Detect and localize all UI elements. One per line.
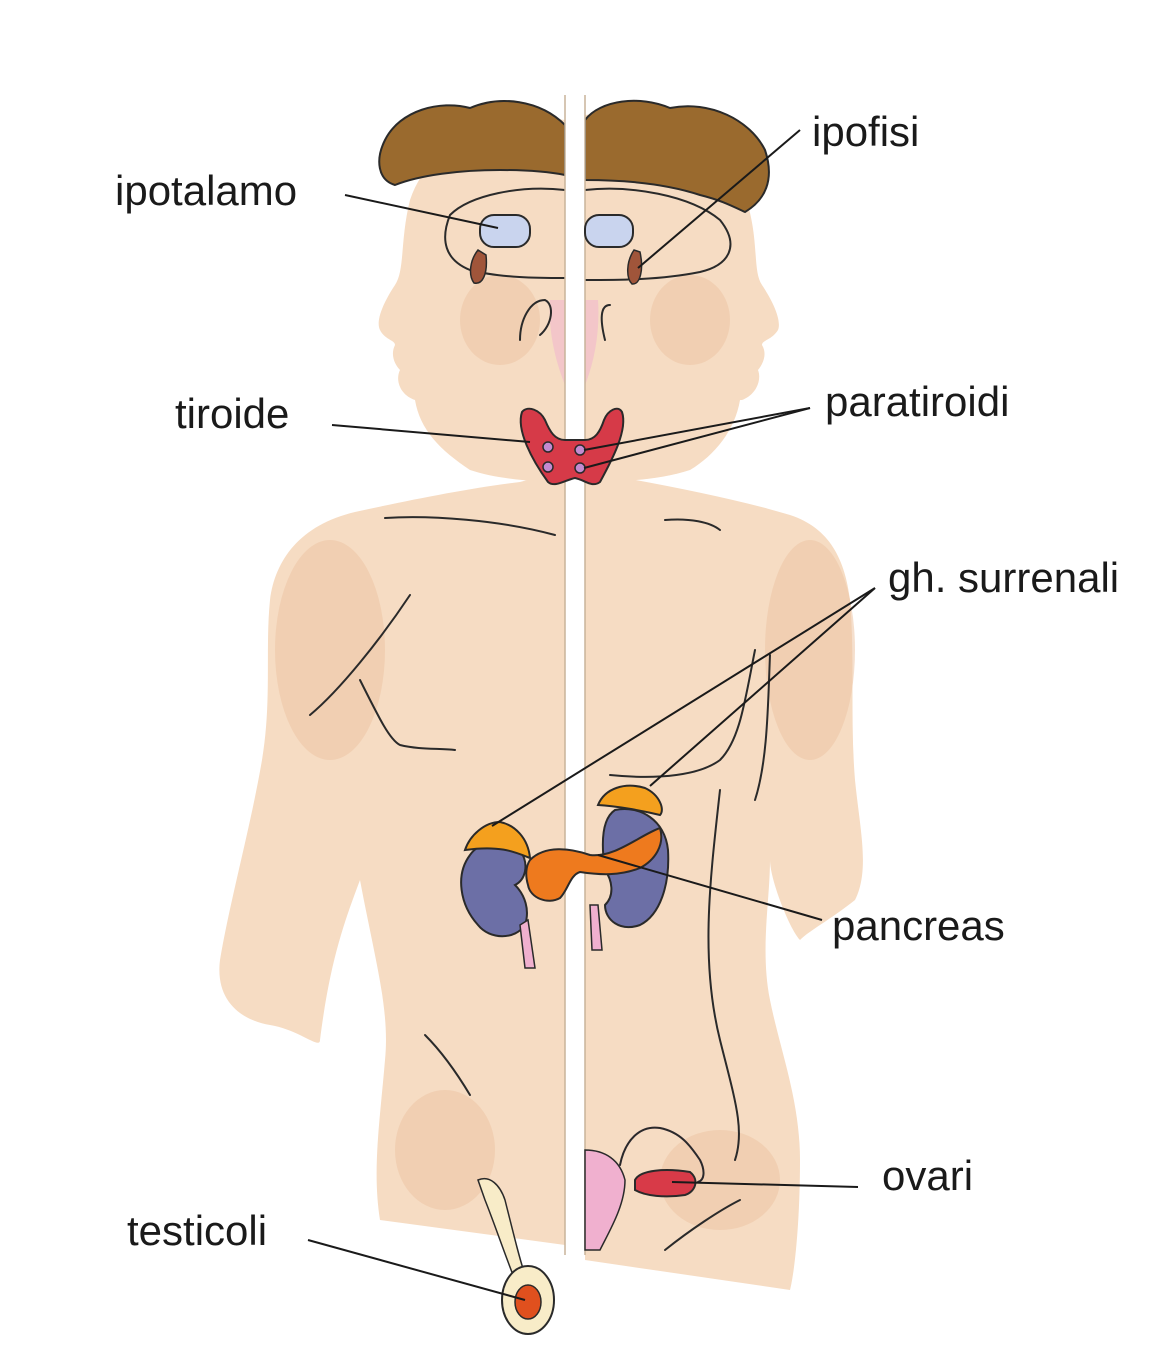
parathyroid-4 xyxy=(574,462,586,474)
pancreas xyxy=(525,826,663,902)
adrenal-right xyxy=(596,784,663,817)
testis xyxy=(514,1284,542,1320)
adrenal-left xyxy=(463,820,532,860)
skin-shading xyxy=(275,275,855,1230)
center-divider xyxy=(565,95,585,1255)
label-ipotalamo: ipotalamo xyxy=(115,167,297,214)
ovary xyxy=(634,1169,697,1198)
left-brain-outline xyxy=(444,187,566,279)
label-ovari: ovari xyxy=(882,1152,973,1199)
pituitary-right xyxy=(627,249,643,285)
hypothalamus-right xyxy=(584,214,634,248)
label-ipofisi: ipofisi xyxy=(812,108,919,155)
leader-lines xyxy=(307,129,876,1301)
uterus xyxy=(584,1149,626,1251)
ureter-right xyxy=(589,904,603,951)
left-hair xyxy=(378,100,566,187)
spermatic-cord xyxy=(477,1178,526,1282)
fallopian-tube-outline xyxy=(619,1126,705,1183)
parathyroid-3 xyxy=(542,461,554,473)
label-pancreas: pancreas xyxy=(832,902,1005,949)
parathyroid-1 xyxy=(542,441,554,453)
pituitary-left xyxy=(469,249,488,284)
label-paratiroidi: paratiroidi xyxy=(825,378,1009,425)
label-testicoli: testicoli xyxy=(127,1207,267,1254)
label-tiroide: tiroide xyxy=(175,390,289,437)
anatomy-lines xyxy=(309,299,771,1251)
right-hair xyxy=(584,99,770,214)
hypothalamus-left xyxy=(479,214,531,248)
ureter-left xyxy=(519,918,536,969)
right-brain-outline xyxy=(584,187,732,281)
parathyroid-2 xyxy=(574,444,586,456)
label-surrenali: gh. surrenali xyxy=(888,554,1119,601)
